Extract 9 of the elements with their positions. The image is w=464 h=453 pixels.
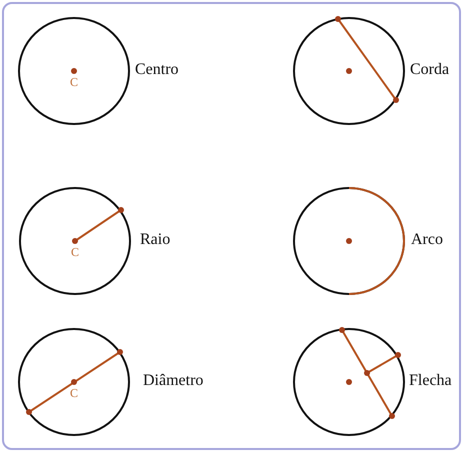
part-label: Diâmetro [143,373,204,389]
part-label: Arco [411,232,443,248]
part-label: Corda [410,62,450,78]
center-letter: C [70,387,78,399]
part-label: Centro [135,62,179,78]
center-letter: C [70,76,78,88]
part-label: Flecha [409,373,452,389]
part-label: Raio [140,232,170,248]
center-letter: C [71,246,80,258]
